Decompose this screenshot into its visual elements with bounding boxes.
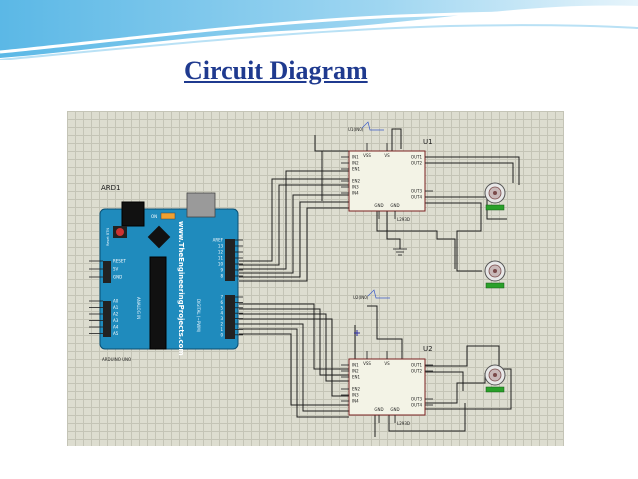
arduino-right-pin-label: 12 bbox=[218, 250, 224, 255]
stepper-motor bbox=[484, 260, 506, 289]
driver-left-pin-label: IN1 bbox=[352, 363, 359, 368]
driver-left-pin-label: IN4 bbox=[352, 399, 359, 404]
driver-right-pin-label: OUT4 bbox=[411, 195, 423, 200]
arduino-right-pin-label: 6 bbox=[220, 300, 223, 305]
driver-left-pin-label: EN1 bbox=[352, 375, 361, 380]
driver-top-pin-label: VS bbox=[384, 153, 390, 158]
driver-right-pin-label: OUT1 bbox=[411, 363, 423, 368]
arduino-left-pin-label: A4 bbox=[113, 325, 119, 330]
driver-left-pin-label: IN2 bbox=[352, 369, 359, 374]
arduino-right-pin-label: 8 bbox=[220, 274, 223, 279]
driver-left-pin-label: IN3 bbox=[352, 185, 359, 190]
arduino-left-pin-label: GND bbox=[113, 275, 122, 280]
circuit-schematic: ARD1 Reset BTN ON www.TheEngineeringProj… bbox=[67, 111, 564, 446]
driver-bottom-pin-label: GND bbox=[374, 203, 383, 208]
arduino-left-pin-label: A3 bbox=[113, 318, 119, 323]
arduino-right-pin-label: 2 bbox=[220, 322, 223, 327]
arduino-left-pin-label: A0 bbox=[113, 299, 119, 304]
driver-bottom-pin-label: GND bbox=[390, 203, 399, 208]
u1-supply-label: U1(IN0) bbox=[348, 127, 364, 132]
driver-left-pin-label: EN2 bbox=[352, 387, 361, 392]
arduino-right-pin-label: 9 bbox=[220, 268, 223, 273]
u2-ref-label: U2 bbox=[423, 345, 433, 353]
driver-left-pin-label: IN1 bbox=[352, 155, 359, 160]
arduino-ref-label: ARD1 bbox=[101, 184, 121, 192]
arduino-right-pin-label: 0 bbox=[220, 332, 223, 337]
arduino-right-pin-label: 5 bbox=[220, 305, 223, 310]
driver-right-pin-label: OUT4 bbox=[411, 403, 423, 408]
driver-left-pin-label: IN3 bbox=[352, 393, 359, 398]
arduino-right-pin-label: AREF bbox=[213, 238, 224, 243]
arduino-right-pin-label: 13 bbox=[218, 244, 224, 249]
driver-bottom-pin-label: GND bbox=[390, 407, 399, 412]
header-wave-decoration bbox=[0, 0, 638, 60]
arduino-right-pin-label: 11 bbox=[218, 256, 224, 261]
driver-right-pin-label: OUT3 bbox=[411, 397, 423, 402]
driver-bottom-pin-label: GND bbox=[374, 407, 383, 412]
arduino-left-pin-label: A1 bbox=[113, 305, 119, 310]
arduino-left-pin-label: RESET bbox=[113, 259, 126, 264]
arduino-right-pin-label: 10 bbox=[218, 262, 224, 267]
driver-left-pin-label: EN1 bbox=[352, 167, 361, 172]
stepper-motor bbox=[484, 364, 506, 393]
slide-title: Circuit Diagram bbox=[184, 56, 368, 85]
analog-in-label: ANALOG IN bbox=[136, 297, 141, 319]
driver-right-pin-label: OUT2 bbox=[411, 161, 423, 166]
u1-part-label: L293D bbox=[397, 217, 410, 222]
on-led-label: ON bbox=[151, 214, 157, 219]
u1-ref-label: U1 bbox=[423, 138, 433, 146]
driver-right-pin-label: OUT2 bbox=[411, 369, 423, 374]
driver-top-pin-label: VSS bbox=[363, 361, 371, 366]
board-name-label: ARDUINO UNO bbox=[102, 357, 131, 362]
stepper-motor bbox=[484, 182, 506, 211]
power-cross-marker bbox=[354, 330, 360, 336]
arduino-right-pin-label: 1 bbox=[220, 327, 223, 332]
driver-top-pin-label: VS bbox=[384, 361, 390, 366]
arduino-right-pin-label: 4 bbox=[220, 311, 223, 316]
driver-left-pin-label: IN4 bbox=[352, 191, 359, 196]
driver-left-pin-label: IN2 bbox=[352, 161, 359, 166]
driver-right-pin-label: OUT3 bbox=[411, 189, 423, 194]
arduino-left-pin-label: A5 bbox=[113, 331, 119, 336]
u2-part-label: L293D bbox=[397, 421, 410, 426]
ground-symbol bbox=[393, 239, 407, 256]
u2-supply-label: U2(IN0) bbox=[353, 295, 369, 300]
arduino-right-pin-label: 7 bbox=[220, 295, 223, 300]
reset-button-label: Reset BTN bbox=[106, 228, 110, 246]
arduino-board: ARD1 Reset BTN ON www.TheEngineeringProj… bbox=[89, 184, 243, 362]
digital-label: DIGITAL (~PWM) bbox=[196, 299, 201, 333]
driver-left-pin-label: EN2 bbox=[352, 179, 361, 184]
brand-text: www.TheEngineeringProjects.com bbox=[177, 221, 185, 356]
arduino-right-pin-label: 3 bbox=[220, 316, 223, 321]
driver-right-pin-label: OUT1 bbox=[411, 155, 423, 160]
arduino-left-pin-label: A2 bbox=[113, 312, 119, 317]
arduino-left-pin-label: 5V bbox=[113, 267, 119, 272]
driver-top-pin-label: VSS bbox=[363, 153, 371, 158]
